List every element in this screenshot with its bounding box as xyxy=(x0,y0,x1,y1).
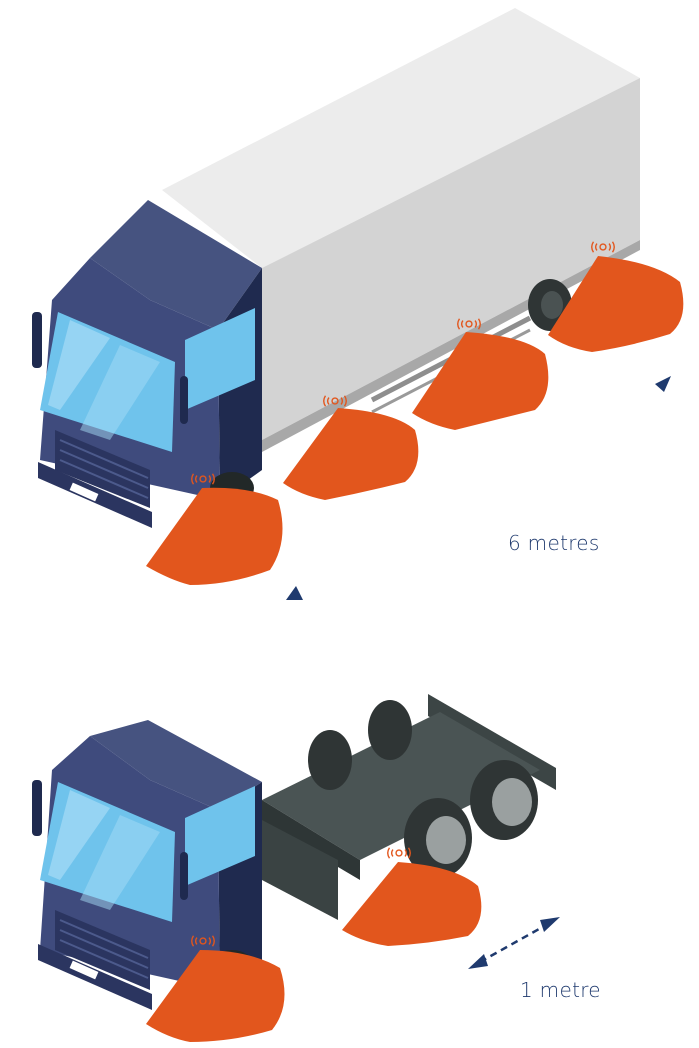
arrow-up-icon xyxy=(286,586,303,600)
left-mirror xyxy=(32,780,42,836)
sensor-zone xyxy=(342,862,481,946)
box-truck xyxy=(32,8,683,585)
rear-wheel xyxy=(308,730,352,790)
right-mirror xyxy=(180,376,188,424)
rear-wheel xyxy=(368,700,412,760)
right-mirror xyxy=(180,852,188,900)
measurement-arrow-icon xyxy=(468,917,560,969)
arrow-down-icon xyxy=(655,376,671,392)
distance-label-1-metre: 1 metre xyxy=(520,978,601,1002)
chassis-cab-truck xyxy=(32,694,556,1042)
distance-label-6-metres: 6 metres xyxy=(508,531,600,555)
left-mirror xyxy=(32,312,42,368)
sensor-zone xyxy=(146,488,283,585)
